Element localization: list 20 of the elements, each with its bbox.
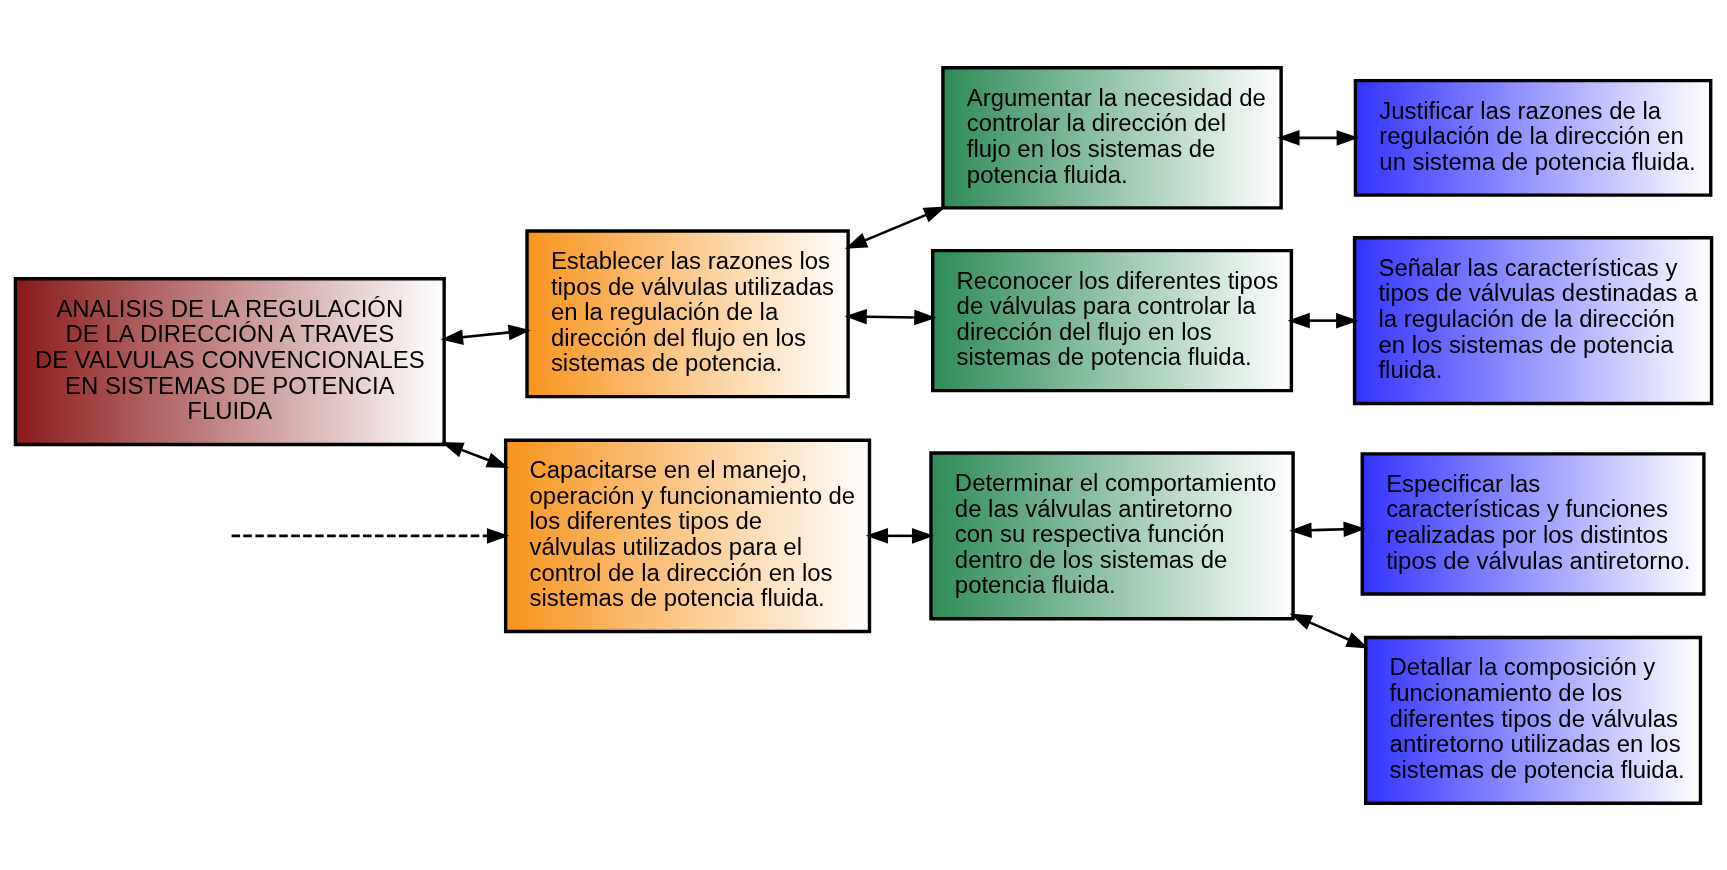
- node-box: Reconocer los diferentes tipos de válvulas para controlar la dirección del flujo en los sistemas de potencia fluida.: [930, 248, 1294, 392]
- arrow: [1287, 312, 1359, 328]
- arrow: [844, 206, 947, 249]
- arrow: [440, 324, 531, 345]
- node-box: Señalar las características y tipos de válvulas destinadas a la regulación de la dirección en los sistemas de potencia fluida.: [1352, 235, 1714, 405]
- node-box: Establecer las razones los tipos de válvulas utilizadas en la regulación de la dirección del flujo en los sistemas de potencia.: [525, 228, 850, 398]
- node-box: ANALISIS DE LA REGULACIÓN DE LA DIRECCIÓN A TRAVES DE VALVULAS CONVENCIONALES EN SISTEMAS DE POTENCIA FLUIDA: [13, 276, 446, 446]
- node-box: Justificar las razones de la regulación de la dirección en un sistema de potencia fluida.: [1353, 78, 1713, 197]
- arrow: [1289, 613, 1369, 648]
- arrow: [231, 527, 510, 544]
- node-box: Capacitarse en el manejo, operación y funcionamiento de los diferentes tipos de válvulas utilizados para el control de la dirección en los sistemas de potencia fluida.: [503, 438, 872, 633]
- arrow: [1277, 129, 1359, 146]
- node-box: Determinar el comportamiento de las válvulas antiretorno con su respectiva función dentro de los sistemas de potencia fluida.: [929, 450, 1295, 620]
- node-box: Argumentar la necesidad de controlar la dirección del flujo en los sistemas de potencia fluida.: [941, 65, 1283, 210]
- arrow: [844, 308, 937, 325]
- arrow: [865, 527, 935, 544]
- arrow: [441, 441, 509, 468]
- node-box: Especificar las características y funciones realizadas por los distintos tipos de válvulas antiretorno.: [1360, 451, 1706, 596]
- node-box: Detallar la composición y funcionamiento de los diferentes tipos de válvulas antiretorno utilizadas en los sistemas de potencia fluida.: [1363, 635, 1703, 805]
- arrow: [1289, 521, 1366, 538]
